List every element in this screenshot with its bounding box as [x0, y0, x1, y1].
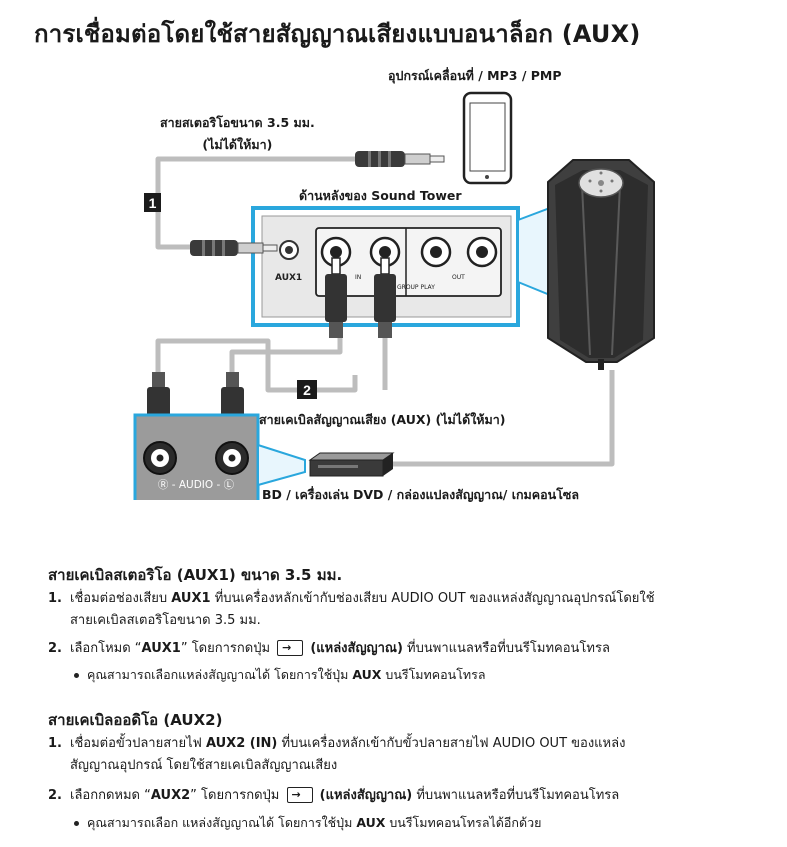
stereo-plug-top-icon: [355, 151, 445, 167]
bd-device-label: BD / เครื่องเล่น DVD / กล่องแปลงสัญญาณ/ …: [262, 487, 580, 502]
step-badge-1: [144, 193, 161, 212]
step-number: 1.: [48, 591, 62, 606]
stereo-plug-aux1-icon: [190, 240, 278, 256]
in-label: IN: [355, 274, 361, 281]
step-text: เลือกโหมด “AUX1” โดยการกดปุ่ม → (แหล่งสั…: [70, 639, 610, 656]
connection-diagram: 1 AUX1: [0, 60, 787, 510]
section2-title: สายเคเบิลออดิโอ (AUX2): [48, 711, 223, 729]
step-number: 2.: [48, 641, 62, 656]
group-play-label: GROUP PLAY: [397, 284, 435, 291]
audio-panel-label: Ⓡ - AUDIO - Ⓛ: [158, 479, 235, 491]
step-number: 1.: [48, 736, 62, 751]
source-input-icon: →: [277, 639, 304, 656]
bd-player-icon: [308, 452, 395, 477]
bullet-dot: [74, 821, 79, 826]
diagram-artwork: 1 AUX1: [133, 91, 655, 500]
section1-step1: 1. เชื่อมต่อช่องเสียบ AUX1 ที่บนเครื่องห…: [48, 588, 768, 632]
rca-jack-panel: [315, 227, 502, 297]
step-number: 2.: [48, 788, 62, 803]
source-input-icon: →: [286, 786, 313, 803]
step-badge-2: [297, 380, 317, 399]
step-text: เชื่อมต่อช่องเสียบ AUX1 ที่บนเครื่องหลัก…: [70, 591, 655, 628]
section1-step2: 2. เลือกโหมด “AUX1” โดยการกดปุ่ม → (แหล่…: [48, 638, 768, 660]
stereo-cable-label: สายสเตอริโอขนาด 3.5 มม. (ไม่ได้ให้มา): [160, 112, 315, 156]
rca-plugs-top-icon: [325, 257, 396, 338]
audio-out-panel: [133, 413, 260, 500]
badge-2-text: 2: [303, 382, 311, 398]
panel-pointer: [257, 443, 306, 487]
audio-cable-label: สายเคเบิลสัญญาณเสียง (AUX) (ไม่ได้ให้มา): [259, 412, 506, 427]
section2-step2: 2. เลือกกดหมด “AUX2” โดยการกดปุ่ม → (แหล…: [48, 785, 768, 807]
aux1-port-label: AUX1: [275, 273, 302, 283]
section1-title: สายเคเบิลสเตอริโอ (AUX1) ขนาด 3.5 มม.: [48, 566, 343, 584]
mobile-phone-icon: [462, 91, 513, 185]
rear-panel-label: ด้านหลังของ Sound Tower: [299, 188, 462, 203]
section2-bullet: คุณสามารถเลือก แหล่งสัญญาณได้ โดยการใช้ป…: [74, 813, 541, 833]
aux1-jack-icon: [279, 240, 299, 260]
sound-tower-speaker-icon: [547, 159, 655, 370]
stereo-cable-label-line1: สายสเตอริโอขนาด 3.5 มม.: [160, 115, 315, 130]
bullet-dot: [74, 673, 79, 678]
badge-1-text: 1: [149, 195, 157, 211]
step-text: เชื่อมต่อขั้วปลายสายไฟ AUX2 (IN) ที่บนเค…: [70, 736, 626, 773]
section2-step1: 1. เชื่อมต่อขั้วปลายสายไฟ AUX2 (IN) ที่บ…: [48, 733, 768, 777]
page-title: การเชื่อมต่อโดยใช้สายสัญญาณเสียงแบบอนาล็…: [34, 20, 641, 48]
out-label: OUT: [452, 274, 465, 281]
step-text: เลือกกดหมด “AUX2” โดยการกดปุ่ม → (แหล่งส…: [70, 786, 620, 803]
stereo-cable-label-line2: (ไม่ได้ให้มา): [202, 137, 273, 152]
section1-bullet: คุณสามารถเลือกแหล่งสัญญาณได้ โดยการใช้ปุ…: [74, 665, 486, 685]
mobile-device-label: อุปกรณ์เคลื่อนที่ / MP3 / PMP: [388, 68, 562, 83]
